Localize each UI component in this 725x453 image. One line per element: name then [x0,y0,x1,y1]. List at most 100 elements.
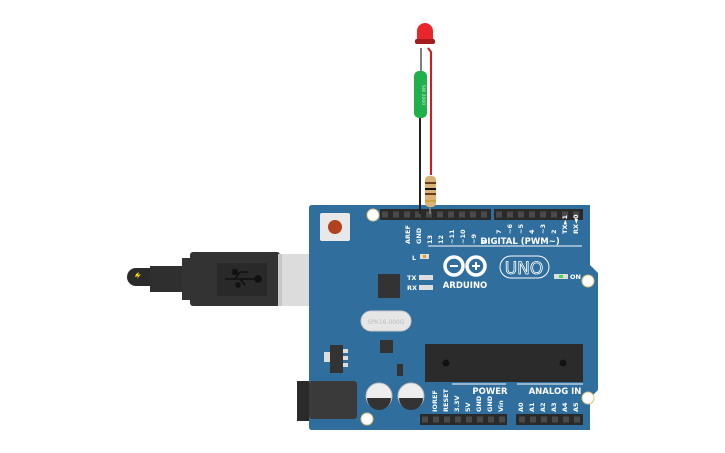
pin-label: 4 [528,229,536,234]
pin-label: ~10 [459,229,467,244]
voltage-regulator [324,345,348,373]
pin-label: ~9 [470,234,478,244]
header-pin[interactable] [470,211,476,218]
crystal-label: SPK16.000G [367,319,404,326]
pin-label: 5V [464,402,472,412]
header-pin[interactable] [393,211,399,218]
pin-label: IOREF [431,390,439,412]
pin-label: ~3 [539,224,547,234]
pin-label: 7 [495,229,503,234]
header-pin[interactable] [563,416,569,423]
header-pin[interactable] [459,211,465,218]
pin-label: A4 [561,402,569,412]
pin-label: GND [415,227,423,244]
arduino-logo-icon [443,255,487,277]
header-pin[interactable] [507,211,513,218]
header-pin[interactable] [448,211,454,218]
pin-label: 2 [550,229,558,234]
pin-label: ~5 [517,224,525,234]
header-pin[interactable] [530,416,536,423]
power-bolt-icon [135,272,141,279]
header-pin[interactable] [477,416,483,423]
atmega-chip [425,344,583,382]
pin-label: A2 [539,402,547,412]
header-pin[interactable] [562,211,568,218]
resistor[interactable] [425,176,436,207]
header-pin[interactable] [481,211,487,218]
pin-label: AREF [404,225,412,244]
pin-label: Vin [497,400,505,412]
header-pin[interactable] [466,416,472,423]
header-pin[interactable] [541,416,547,423]
power-header [420,414,507,425]
analog-title: ANALOG IN [529,387,582,397]
digital-header-right [494,209,583,220]
pin-label: 12 [437,235,445,244]
digital-header-left [380,209,491,220]
pin-label: TX►1 [561,215,569,234]
chip [397,364,403,376]
header-pin[interactable] [444,416,450,423]
pin-label: 13 [426,235,434,244]
analog-header [516,414,583,425]
pin-label: RESET [442,388,450,412]
reset-button[interactable] [320,213,350,241]
header-pin[interactable] [551,211,557,218]
pin-label: A0 [517,402,525,412]
pin-label: 8 [481,239,489,244]
mount-hole [360,412,374,426]
header-pin[interactable] [552,416,558,423]
usb-symbol-icon [225,269,262,288]
header-pin[interactable] [488,416,494,423]
header-pin[interactable] [433,416,439,423]
header-pin[interactable] [426,211,432,218]
tx-label: TX [407,274,416,282]
pin-label: A3 [550,402,558,412]
on-label: ON [570,273,581,281]
header-pin[interactable] [573,211,579,218]
pin-label: RX◄0 [572,214,580,234]
crystal [360,310,412,332]
pin-label: A5 [572,402,580,412]
l-label: L [412,254,416,262]
reed-switch[interactable]: SW 2000 [414,71,427,118]
mount-hole [581,391,595,405]
pin-label: A1 [528,402,536,412]
red-led[interactable] [415,23,435,44]
chip [378,274,400,298]
pin-label: ~11 [448,229,456,244]
header-pin[interactable] [499,416,505,423]
rx-led [419,285,433,290]
power-title: POWER [472,387,508,397]
header-pin[interactable] [540,211,546,218]
pin-label: 3.3V [453,395,461,412]
chip [380,340,393,353]
pin-label: ~6 [506,224,514,234]
reed-switch-label: SW 2000 [420,85,426,105]
power-jack[interactable] [297,381,357,421]
digital-title: DIGITAL (PWM~) [480,237,560,247]
header-pin[interactable] [529,211,535,218]
header-pin[interactable] [518,211,524,218]
header-pin[interactable] [437,211,443,218]
pin-label: GND [475,395,483,412]
header-pin[interactable] [574,416,580,423]
mount-hole [581,274,595,288]
pin-label: GND [486,395,494,412]
header-pin[interactable] [404,211,410,218]
header-pin[interactable] [415,211,421,218]
arduino-name: ARDUINO [443,281,488,291]
rx-label: RX [407,284,417,292]
capacitor [365,382,425,410]
header-pin[interactable] [382,211,388,218]
header-pin[interactable] [496,211,502,218]
wire-anode[interactable] [427,47,432,175]
header-pin[interactable] [422,416,428,423]
header-pin[interactable] [455,416,461,423]
header-pin[interactable] [519,416,525,423]
tx-led [419,275,433,280]
uno-label: UNO [505,259,544,279]
mount-hole [366,208,380,222]
